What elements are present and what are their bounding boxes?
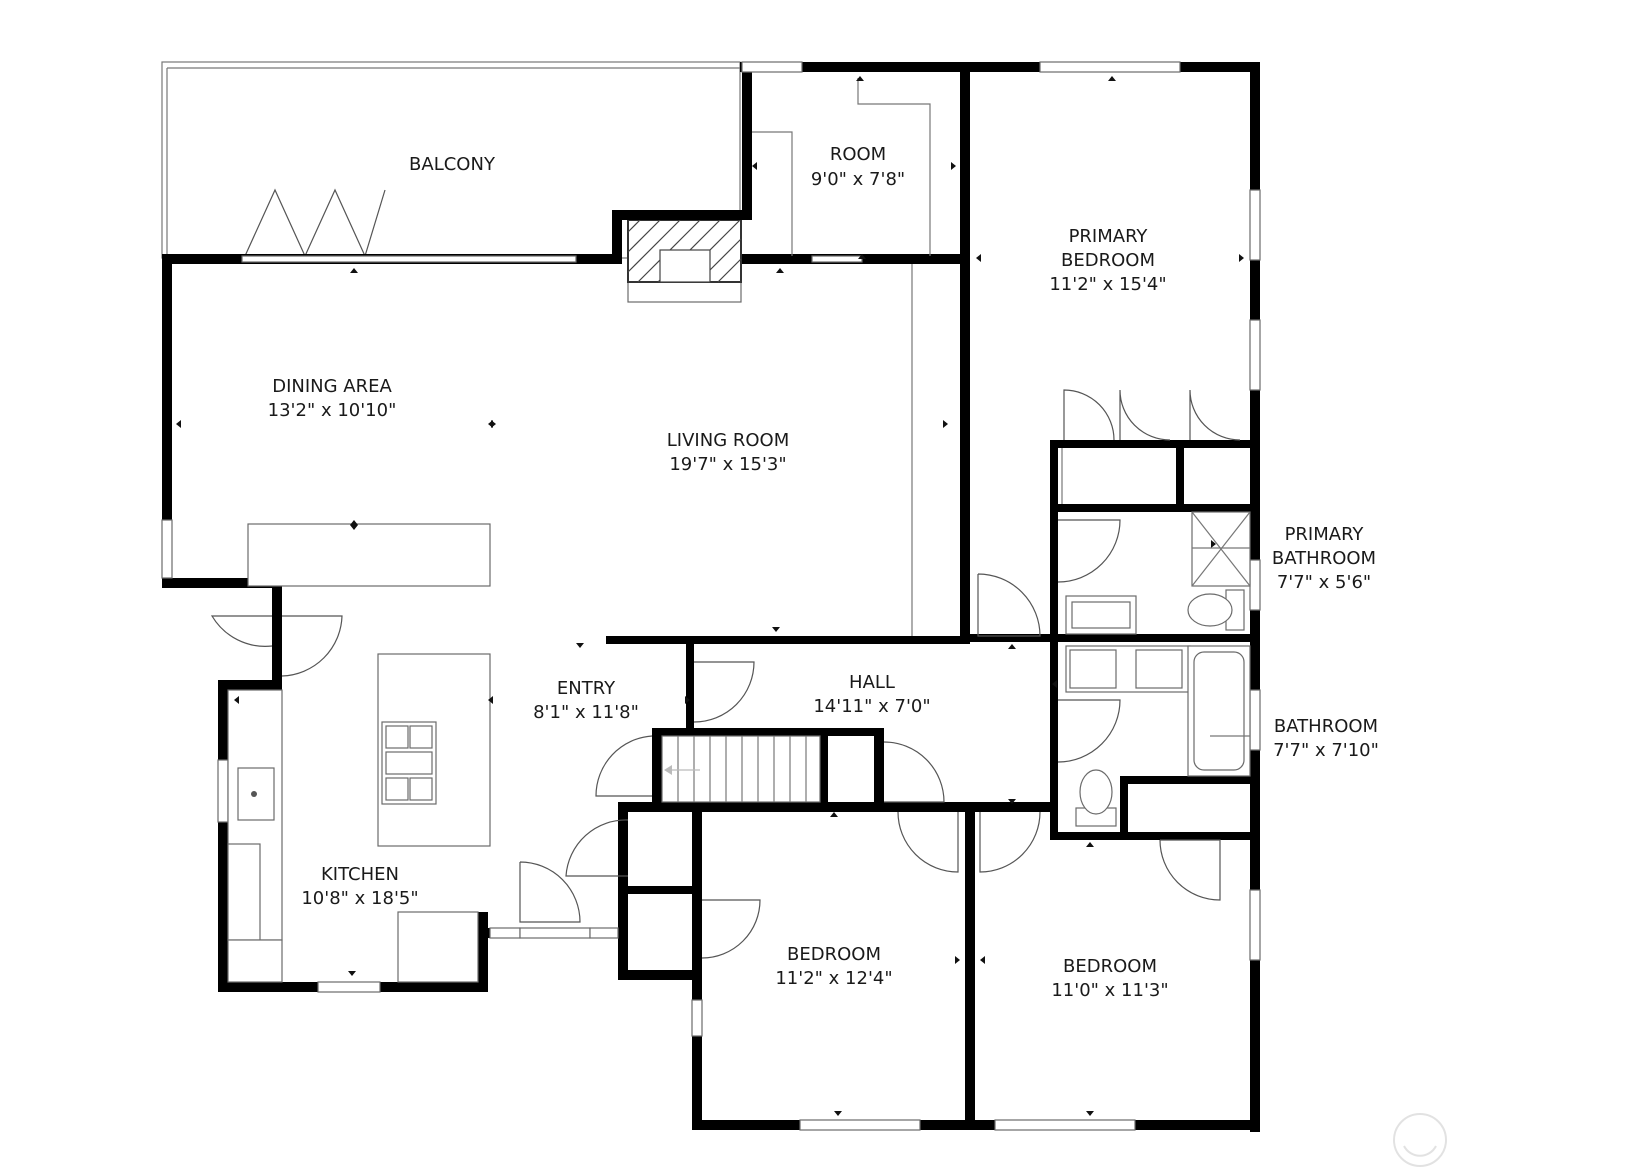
interior-lines <box>247 78 931 636</box>
hall-dims: 14'11" x 7'0" <box>813 696 930 717</box>
living-room-dims: 19'7" x 15'3" <box>669 454 786 475</box>
hall-label: HALL <box>849 672 895 693</box>
primary-bathroom-label-1: PRIMARY <box>1285 524 1365 545</box>
fireplace <box>627 219 742 303</box>
room-dims: 9'0" x 7'8" <box>811 169 905 190</box>
primary-bedroom-label-1: PRIMARY <box>1069 226 1149 247</box>
bedroom-b-label: BEDROOM <box>1063 956 1157 977</box>
living-room-label: LIVING ROOM <box>667 430 789 451</box>
entry-dims: 8'1" x 11'8" <box>533 702 639 723</box>
kitchen-label: KITCHEN <box>321 864 399 885</box>
bedroom-a-dims: 11'2" x 12'4" <box>775 968 892 989</box>
room-labels: BALCONY ROOM 9'0" x 7'8" PRIMARY BEDROOM… <box>268 144 1379 1001</box>
bathroom-label: BATHROOM <box>1274 716 1378 737</box>
primary-bathroom-label-2: BATHROOM <box>1272 548 1376 569</box>
kitchen-dims: 10'8" x 18'5" <box>301 888 418 909</box>
kitchen-fixtures <box>227 653 491 983</box>
staircase <box>661 735 821 803</box>
primary-bedroom-label-2: BEDROOM <box>1061 250 1155 271</box>
bathroom-dims: 7'7" x 7'10" <box>1273 740 1379 761</box>
dining-area-label: DINING AREA <box>272 376 392 397</box>
primary-bathroom-dims: 7'7" x 5'6" <box>1277 572 1371 593</box>
entry-label: ENTRY <box>557 678 616 699</box>
windows <box>161 61 1261 1131</box>
room-label: ROOM <box>830 144 886 165</box>
bedroom-b-dims: 11'0" x 11'3" <box>1051 980 1168 1001</box>
bathroom-fixtures <box>1065 511 1251 827</box>
primary-bedroom-dims: 11'2" x 15'4" <box>1049 274 1166 295</box>
dimension-markers <box>176 76 1244 1116</box>
dining-area-dims: 13'2" x 10'10" <box>268 400 397 421</box>
circle-logo-icon <box>1393 1113 1447 1167</box>
balcony-label: BALCONY <box>409 154 496 175</box>
doors <box>210 389 1241 959</box>
bedroom-a-label: BEDROOM <box>787 944 881 965</box>
